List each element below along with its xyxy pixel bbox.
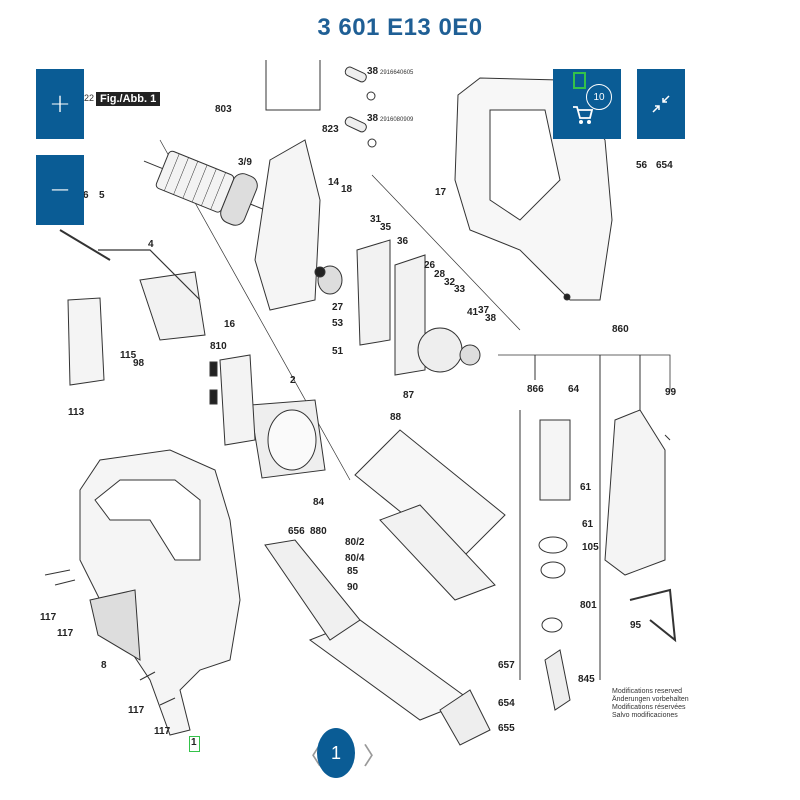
part-number: 656 — [288, 526, 305, 537]
part-number: 16 — [224, 319, 236, 330]
part-number: 1 — [191, 737, 197, 748]
motor-housing-part — [254, 139, 343, 311]
part-number: 654 — [656, 160, 673, 171]
base-plate-part — [308, 429, 506, 746]
collapse-arrows-icon — [652, 95, 670, 113]
part-number: 53 — [332, 318, 344, 329]
cart-icon — [573, 106, 594, 124]
part-number: 56 — [636, 160, 648, 171]
blade-guard-part — [604, 409, 666, 576]
minus-icon: − — [49, 175, 71, 205]
part-number: 35 — [380, 222, 392, 233]
selected-part-marker[interactable]: 1 — [189, 736, 200, 752]
part-number: 115 — [120, 350, 137, 361]
stator-part — [249, 399, 326, 479]
armature-part — [143, 150, 265, 226]
part-number: 98 — [133, 358, 145, 369]
part-number: 28 — [434, 269, 446, 280]
part-number: 654 — [498, 698, 515, 709]
part-number: 36 — [397, 236, 409, 247]
part-number: 41 — [467, 307, 479, 318]
part-number: 18 — [341, 184, 353, 195]
part-number: 95 — [630, 620, 642, 631]
switch-part — [139, 271, 206, 341]
part-number: 38 — [367, 113, 379, 124]
part-number: 38 — [367, 66, 379, 77]
bracket-line — [265, 60, 321, 111]
part-number: 84 — [313, 497, 325, 508]
part-number: 655 — [498, 723, 515, 734]
part-number: 26 — [424, 260, 436, 271]
part-number: 27 — [332, 302, 344, 313]
gear-plate-part — [356, 239, 391, 346]
plus-icon: + — [49, 89, 71, 119]
part-number: 810 — [210, 341, 227, 352]
part-number: 803 — [215, 104, 232, 115]
figure-number: 22 — [84, 93, 95, 103]
housing-cover-part — [79, 449, 241, 736]
part-number: 38 — [485, 313, 497, 324]
handle-part — [264, 539, 361, 641]
selection-marker — [573, 72, 586, 89]
part-code: 2916640605 — [380, 70, 414, 76]
part-number: 17 — [435, 187, 447, 198]
part-number: 8 — [101, 660, 107, 671]
part-number: 117 — [154, 726, 171, 737]
part-number: 64 — [568, 384, 580, 395]
part-number: 801 — [580, 600, 597, 611]
electronics-part — [67, 297, 105, 386]
part-number: 85 — [347, 566, 359, 577]
part-number: 80/4 — [345, 553, 365, 564]
part-number: 4 — [148, 239, 154, 250]
pager-current-page[interactable]: 1 — [317, 728, 355, 778]
part-number: 845 — [578, 674, 595, 685]
part-number: 6 — [83, 190, 89, 201]
part-number: 5 — [99, 190, 105, 201]
notice-line: Modifications réservées — [612, 704, 686, 711]
notice-line: Änderungen vorbehalten — [612, 696, 689, 703]
part-number: 117 — [128, 705, 145, 716]
part-number: 61 — [580, 482, 592, 493]
label-plate-part — [89, 589, 141, 661]
figure-label: Fig./Abb. 1 — [96, 92, 161, 106]
cart-count-badge: 10 — [586, 84, 612, 110]
part-number: 3/9 — [238, 157, 252, 168]
part-number: 51 — [332, 346, 344, 357]
notice-line: Salvo modificaciones — [612, 712, 678, 719]
page-title: 3 601 E13 0E0 — [317, 14, 483, 41]
part-number: 37 — [478, 305, 490, 316]
part-number: 33 — [454, 284, 466, 295]
part-number: 113 — [68, 407, 85, 418]
part-number: 117 — [57, 628, 74, 639]
part-number: 88 — [390, 412, 402, 423]
part-number: 99 — [665, 387, 677, 398]
part-number: 32 — [444, 277, 456, 288]
part-number: 80/2 — [345, 537, 365, 548]
zoom-out-button[interactable]: − — [36, 155, 84, 225]
part-number: 105 — [582, 542, 599, 553]
part-number: 90 — [347, 582, 359, 593]
part-number: 866 — [527, 384, 544, 395]
collapse-button[interactable] — [637, 69, 685, 139]
part-number: 31 — [370, 214, 382, 225]
part-number: 117 — [40, 612, 57, 623]
pager-next-button[interactable]: 〉 — [363, 742, 387, 770]
part-number: 2 — [290, 375, 296, 386]
notice-line: Modifications reserved — [612, 688, 683, 695]
cart-button[interactable]: 10 — [553, 69, 621, 139]
part-number: 823 — [322, 124, 339, 135]
part-number: 61 — [582, 519, 594, 530]
part-code: 2916080909 — [380, 117, 414, 123]
zoom-in-button[interactable]: + — [36, 69, 84, 139]
part-number: 860 — [612, 324, 629, 335]
part-number: 657 — [498, 660, 515, 671]
part-number: 880 — [310, 526, 327, 537]
part-number: 87 — [403, 390, 415, 401]
modifications-notice: Modifications reserved Änderungen vorbeh… — [612, 688, 689, 720]
page-number: 1 — [330, 742, 341, 763]
part-number: 14 — [328, 177, 340, 188]
